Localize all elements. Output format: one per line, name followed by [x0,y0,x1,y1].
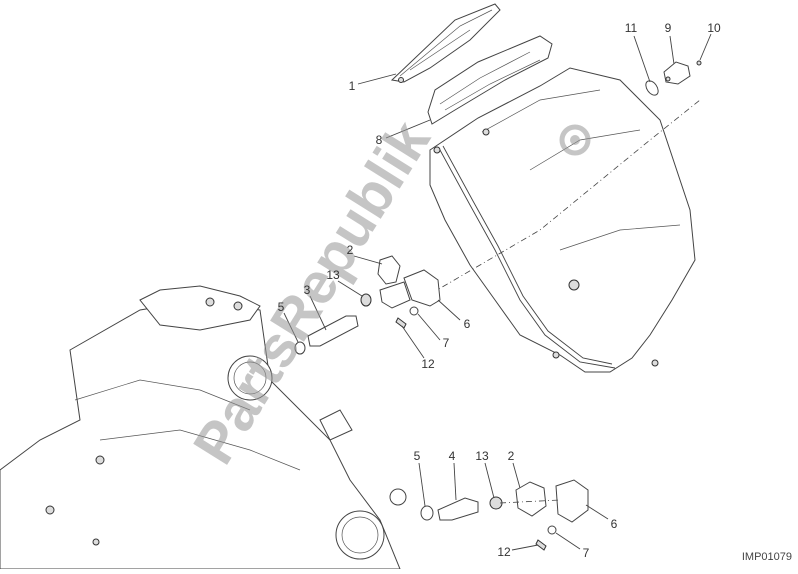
callout-7-lower: 7 [582,546,590,560]
callout-7-upper: 7 [442,336,450,350]
callout-13-lower: 13 [475,449,489,463]
part-3-hose [307,315,359,347]
part-7-lower [547,525,557,535]
part-12-upper [395,317,407,329]
engine-block [0,285,407,570]
part-6-lower [555,479,589,523]
airbox-body [419,67,701,373]
upper-sensor-assembly [294,255,441,355]
callout-12-lower: 12 [497,545,511,559]
callout-5-upper: 5 [277,300,285,314]
callout-3: 3 [303,283,311,297]
throttle-body-upper [227,355,273,401]
lower-sensor-assembly [420,479,589,551]
watermark-gear-icon [559,124,591,156]
callout-12-upper: 12 [421,357,435,371]
part-2-lower [515,481,547,517]
part-11-gasket [645,80,659,96]
part-5-lower [420,505,434,521]
leader-lines [283,33,712,551]
part-7-upper [409,306,419,316]
callout-6-lower: 6 [610,517,618,531]
part-8-cover-plate [427,35,553,125]
callout-10: 10 [707,21,721,35]
callout-8: 8 [375,133,383,147]
callout-2-lower: 2 [507,449,515,463]
part-4-hose [437,497,479,521]
part-2-upper [377,255,401,285]
part-12-lower [535,539,547,551]
callout-11: 11 [624,21,638,35]
callout-1: 1 [348,79,356,93]
throttle-body-lower [335,510,385,560]
callout-5-lower: 5 [413,449,421,463]
part-5-upper [294,341,306,355]
part-9-sensor [663,61,691,85]
part-6-upper [403,269,441,307]
image-code: IMP01079 [741,551,792,563]
callout-2-upper: 2 [346,243,354,257]
callout-13-upper: 13 [326,268,340,282]
part-10-screw [696,60,702,66]
callout-4: 4 [448,449,456,463]
part-1-bracket [390,3,501,83]
part-13-upper [360,293,372,307]
callout-9: 9 [664,21,672,35]
callout-6-upper: 6 [463,317,471,331]
